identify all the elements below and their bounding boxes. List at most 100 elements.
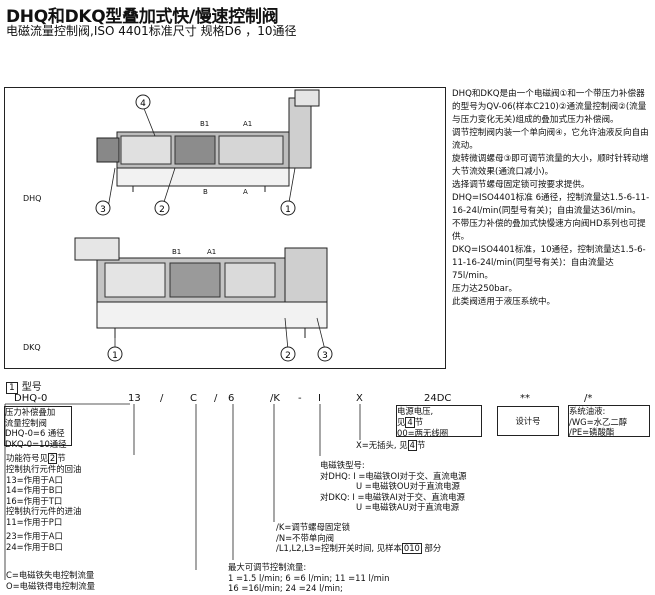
x-unit: 节 bbox=[416, 440, 426, 450]
port-a-top: A bbox=[243, 188, 248, 196]
voltage-see: 见 bbox=[397, 416, 406, 427]
desc-para-5: DHQ=ISO4401标准 6通径，控制流量达1.5-6-11-16-24l/m… bbox=[452, 193, 650, 216]
voltage-unit: 节 bbox=[414, 416, 424, 427]
dhq-label: DHQ bbox=[23, 194, 41, 203]
type-line-1: 压力补偿叠加 bbox=[5, 407, 56, 417]
function-heading-unit: 节 bbox=[57, 453, 66, 463]
function-24: 24=作用于B口 bbox=[6, 541, 63, 552]
c-o-block: C=电磁铁失电控制流量 O=电磁铁得电控制流量 bbox=[6, 570, 95, 591]
code-function: 13 bbox=[128, 393, 141, 404]
callout-1-text: 1 bbox=[285, 205, 291, 215]
type-block: 压力补偿叠加 流量控制阀 DHQ-0=6 通径 DKQ-0=10通径 bbox=[4, 406, 72, 449]
desc-para-3: 旋转微调螺母③即可调节流量的大小，顺时针转动增大节流效果(通流口减小)。 bbox=[452, 154, 649, 177]
desc-para-6: 不带压力补偿的叠加式快慢速方向阀HD系列也可提供。 bbox=[452, 219, 646, 242]
o-line: O=电磁铁得电控制流量 bbox=[6, 580, 95, 591]
desc-para-8: 压力达250bar。 bbox=[452, 284, 518, 294]
code-dash: - bbox=[298, 393, 302, 404]
code-slash-1: / bbox=[160, 393, 164, 404]
seal-block: 系统油液: /WG=水乙二醇 /PE=磷酸酯 bbox=[568, 405, 650, 437]
callout-3-bottom: 3 bbox=[317, 346, 333, 362]
callout-3-top: 3 bbox=[95, 200, 111, 216]
function-heading: 功能符号见 bbox=[6, 453, 48, 463]
code-design: ** bbox=[520, 393, 530, 404]
type-line-4: DKQ-0=10通径 bbox=[5, 438, 67, 449]
callout-2b-text: 2 bbox=[285, 351, 291, 361]
knob-line-2: /N=不带单向阀 bbox=[276, 532, 334, 543]
knob-line-3-unit: 部分 bbox=[424, 543, 442, 553]
port-b1-top: B1 bbox=[200, 120, 209, 128]
knob-ref-box: 010 bbox=[401, 543, 422, 554]
function-13: 13=作用于A口 bbox=[6, 474, 63, 485]
callout-1b-text: 1 bbox=[112, 351, 118, 361]
valve-drawing: 4 3 2 1 1 2 3 B1 A1 B A bbox=[23, 89, 333, 362]
voltage-ref-box: 4 bbox=[405, 416, 415, 428]
desc-para-7: DKQ=ISO4401标准，10通径，控制流量达1.5-6-11-16-24l/… bbox=[452, 245, 646, 281]
callout-3b-text: 3 bbox=[322, 351, 328, 361]
magnet-heading: 电磁铁型号: bbox=[320, 460, 365, 470]
desc-para-2: 调节控制阀内装一个单向阀④，它允许油液反向自由流动。 bbox=[452, 128, 649, 151]
function-inlet: 控制执行元件的进油 bbox=[6, 506, 82, 516]
desc-para-4: 选择调节螺母固定锁可按要求提供。 bbox=[452, 180, 590, 190]
callout-2-top: 2 bbox=[154, 200, 170, 216]
magnet-dkq-u: U =电磁铁AU对于直流电源 bbox=[356, 502, 460, 512]
code-type: DHQ-0 bbox=[14, 393, 48, 404]
c-line: C=电磁铁失电控制流量 bbox=[6, 570, 95, 580]
code-slash-2: / bbox=[214, 393, 218, 404]
magnet-block: 电磁铁型号: 对DHQ: I =电磁铁OI对于交、直流电源 U =电磁铁OU对于… bbox=[320, 460, 467, 513]
knob-line-3: /L1,L2,L3=控制开关时间, 见样本 bbox=[276, 543, 402, 553]
code-i: I bbox=[318, 393, 321, 404]
port-b-top: B bbox=[203, 188, 208, 196]
function-11: 11=作用于P口 bbox=[6, 516, 63, 527]
callout-1-bottom: 1 bbox=[107, 346, 123, 362]
callout-4-text: 4 bbox=[140, 99, 146, 109]
type-line-3: DHQ-0=6 通径 bbox=[5, 428, 65, 438]
function-16: 16=作用于T口 bbox=[6, 495, 63, 506]
section-number: 1 bbox=[6, 382, 18, 394]
type-line-2: 流量控制阀 bbox=[5, 417, 47, 428]
flow-values-2: 16 =16l/min; 24 =24 l/min; bbox=[228, 583, 343, 593]
flow-heading: 最大可调节控制流量: bbox=[228, 562, 307, 572]
magnet-dkq-i: 对DKQ: I =电磁铁AI对于交、直流电源 bbox=[320, 491, 465, 502]
flow-block: 最大可调节控制流量: 1 =1.5 l/min; 6 =6 l/min; 11 … bbox=[228, 562, 389, 594]
function-14: 14=作用于B口 bbox=[6, 485, 63, 495]
callout-3-text: 3 bbox=[100, 205, 106, 215]
page-title: DHQ和DKQ型叠加式快/慢速控制阀 bbox=[6, 7, 279, 27]
seal-heading: 系统油液: bbox=[569, 406, 606, 416]
function-23: 23=作用于A口 bbox=[6, 531, 63, 541]
port-a1-top: A1 bbox=[243, 120, 252, 128]
callout-2-bottom: 2 bbox=[280, 346, 296, 362]
code-k: /K bbox=[270, 393, 280, 404]
code-seal: /* bbox=[584, 393, 593, 404]
seal-wg: /WG=水乙二醇 bbox=[569, 416, 628, 427]
code-size: 6 bbox=[228, 393, 235, 404]
port-a1-bottom: A1 bbox=[207, 248, 216, 256]
callout-4-top: 4 bbox=[135, 94, 151, 110]
dhq-drawing bbox=[96, 89, 320, 192]
voltage-heading: 电源电压, bbox=[397, 406, 434, 416]
function-return: 控制执行元件的回油 bbox=[6, 464, 82, 474]
code-c: C bbox=[190, 393, 197, 404]
dkq-drawing bbox=[74, 237, 328, 338]
valve-figure: 4 3 2 1 1 2 3 B1 A1 B A bbox=[4, 87, 446, 369]
callout-2-text: 2 bbox=[159, 205, 165, 215]
design-block: 设计号 bbox=[497, 406, 559, 436]
function-ref-box: 2 bbox=[47, 453, 58, 464]
voltage-00: 00=两无线圈 bbox=[397, 427, 449, 438]
page-subtitle: 电磁流量控制阀,ISO 4401标准尺寸 规格D6 ，10通径 bbox=[6, 24, 297, 38]
magnet-dhq-u: U =电磁铁OU对于直流电源 bbox=[356, 481, 460, 491]
x-ref-box: 4 bbox=[407, 440, 417, 451]
desc-para-1: DHQ和DKQ是由一个电磁阀①和一个带压力补偿器的型号为QV-06(样本C210… bbox=[452, 89, 647, 125]
flow-values-1: 1 =1.5 l/min; 6 =6 l/min; 11 =11 l/min bbox=[228, 572, 390, 583]
code-voltage: 24DC bbox=[424, 393, 452, 404]
desc-para-9: 此类阀适用于液压系统中。 bbox=[452, 297, 556, 307]
description: DHQ和DKQ是由一个电磁阀①和一个带压力补偿器的型号为QV-06(样本C210… bbox=[452, 88, 652, 309]
port-b1-bottom: B1 bbox=[172, 248, 181, 256]
section-label: 型号 bbox=[21, 382, 42, 393]
magnet-dhq-i: 对DHQ: I =电磁铁OI对于交、直流电源 bbox=[320, 470, 467, 481]
seal-pe: /PE=磷酸酯 bbox=[569, 427, 615, 437]
code-x: X bbox=[356, 393, 363, 404]
